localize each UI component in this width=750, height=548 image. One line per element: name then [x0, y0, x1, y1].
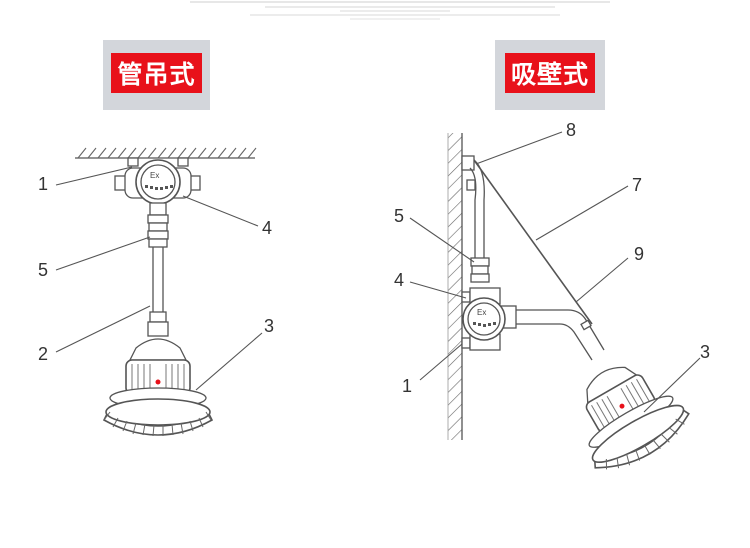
- callout-8-right: 8: [566, 120, 576, 140]
- right-title-frame: 吸壁式: [495, 40, 605, 110]
- callout-9-right: 9: [634, 244, 644, 264]
- callout-1-left: 1: [38, 174, 48, 194]
- callout-5-right: 5: [394, 206, 404, 226]
- header-microtext: [190, 1, 610, 20]
- callout-4-right: 4: [394, 270, 404, 290]
- ex-mark-right: Ex: [477, 308, 486, 317]
- right-wall-diagram: Ex: [409, 131, 701, 470]
- support-rod: [473, 159, 593, 325]
- callout-3-right: 3: [700, 342, 710, 362]
- right-title: 吸壁式: [505, 53, 595, 93]
- left-title: 管吊式: [111, 53, 202, 93]
- callout-3-left: 3: [264, 316, 274, 336]
- pendant-pipe: [147, 214, 169, 337]
- luminaire-right: [585, 366, 690, 470]
- junction-box-left: Ex: [114, 159, 201, 216]
- luminaire-left: [102, 338, 214, 437]
- wall-arm: [516, 309, 605, 361]
- left-title-frame: 管吊式: [103, 40, 210, 110]
- left-pendant-diagram: Ex: [55, 147, 263, 437]
- ceiling: [75, 147, 257, 159]
- callout-7-right: 7: [632, 175, 642, 195]
- callout-5-left: 5: [38, 260, 48, 280]
- wall: [447, 133, 463, 440]
- wall-pipe: [469, 159, 490, 283]
- callout-2-left: 2: [38, 344, 48, 364]
- callouts-left: 1 4 5 2 3: [38, 174, 274, 364]
- leader-lines-left: [55, 166, 263, 391]
- callout-1-right: 1: [402, 376, 412, 396]
- callouts-right: 8 7 5 9 4 1 3: [394, 120, 710, 396]
- callout-4-left: 4: [262, 218, 272, 238]
- junction-box-right: Ex: [462, 287, 517, 351]
- leader-lines-right: [409, 131, 701, 413]
- ex-mark-left: Ex: [150, 171, 159, 180]
